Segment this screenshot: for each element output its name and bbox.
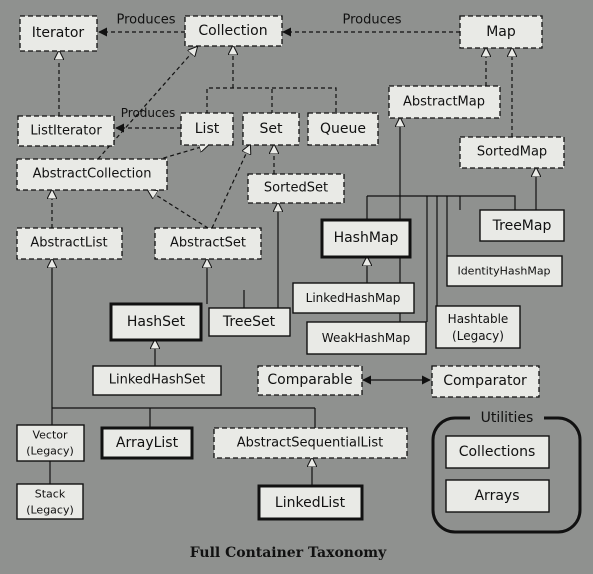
abstractset-box — [154, 227, 262, 260]
arrays-box — [445, 479, 550, 513]
weakhashmap-label: WeakHashMap — [322, 331, 410, 345]
hashtable-label-line1: Hashtable — [448, 312, 509, 326]
linkedhashset-box — [92, 365, 222, 396]
linkedhashset-label: LinkedHashSet — [109, 373, 206, 388]
abstractlist-label: AbstractList — [30, 236, 107, 251]
treeset-box — [208, 307, 291, 337]
weakhashmap-box — [306, 321, 427, 355]
set-label: Set — [260, 121, 284, 137]
vector-label-line2: (Legacy) — [26, 445, 74, 458]
linkedhashmap-label: LinkedHashMap — [306, 291, 401, 305]
produces-iterator-label: Produces — [116, 13, 175, 28]
stack-label-line2: (Legacy) — [26, 504, 74, 517]
hashtable-box — [435, 305, 521, 349]
produces-listiterator-label: Produces — [121, 106, 176, 120]
abstractmap-box — [388, 85, 501, 119]
arrays-label: Arrays — [474, 488, 519, 504]
abstractsequentiallist-label: AbstractSequentialList — [237, 436, 384, 451]
iterator-box — [19, 15, 98, 52]
linkedhashmap-box — [292, 282, 415, 314]
abstractset-label: AbstractSet — [170, 236, 246, 251]
list-label: List — [195, 121, 220, 137]
hashset-box — [109, 302, 203, 342]
treemap-label: TreeMap — [492, 218, 552, 234]
arraylist-box — [100, 426, 194, 460]
listiterator-label: ListIterator — [30, 124, 102, 139]
map-box — [459, 15, 543, 49]
abstractset-to-set — [211, 145, 250, 229]
listiterator-box — [17, 115, 115, 147]
comparator-label: Comparator — [443, 373, 527, 389]
collections-box — [445, 435, 550, 469]
arraylist-label: ArrayList — [116, 435, 179, 451]
map-label: Map — [486, 24, 516, 40]
abstractcollection-label: AbstractCollection — [33, 167, 152, 182]
diagram-title: Full Container Taxonomy — [190, 545, 387, 561]
set-box — [242, 112, 300, 146]
identityhashmap-label: IdentityHashMap — [457, 265, 550, 278]
queue-box — [307, 112, 379, 146]
treemap-box — [479, 209, 565, 242]
list-box — [180, 112, 234, 146]
iterator-label: Iterator — [32, 25, 85, 41]
abstractset-to-abstractcollection — [148, 190, 209, 229]
collections-label: Collections — [459, 444, 536, 460]
vector-box — [16, 424, 85, 462]
sortedmap-label: SortedMap — [477, 145, 547, 160]
bus-horizontal — [400, 195, 516, 210]
sortedset-box — [247, 173, 345, 204]
abstractsequentiallist-box — [213, 427, 408, 459]
collection-label: Collection — [198, 23, 267, 39]
linkedlist-box — [257, 484, 364, 521]
linkedlist-label: LinkedList — [275, 495, 346, 511]
queue-label: Queue — [320, 121, 366, 137]
interfaces-to-collection — [206, 87, 337, 114]
utilities-label: Utilities — [481, 410, 534, 426]
stack-box — [16, 483, 84, 520]
utilities-group-outline — [431, 416, 582, 534]
hashset-label: HashSet — [127, 314, 186, 330]
vector-label-line1: Vector — [32, 429, 68, 442]
abstractcollection-box — [16, 158, 168, 191]
comparable-box — [257, 365, 363, 396]
identityhashmap-box — [446, 255, 563, 287]
comparable-label: Comparable — [267, 372, 352, 388]
hashmap-label: HashMap — [334, 230, 399, 246]
abstractlist-box — [16, 227, 123, 260]
utilities-label-backdrop — [470, 410, 544, 426]
hashtable-label-line2: (Legacy) — [452, 329, 504, 343]
abstractmap-label: AbstractMap — [403, 95, 485, 110]
treeset-label: TreeSet — [222, 314, 276, 330]
hashmap-box — [320, 218, 412, 259]
comparator-box — [431, 365, 540, 398]
produces-map-label: Produces — [342, 13, 401, 28]
sortedset-label: SortedSet — [264, 181, 328, 196]
sortedmap-box — [459, 136, 565, 169]
stack-label-line1: Stack — [35, 488, 66, 501]
collection-box — [184, 15, 283, 47]
